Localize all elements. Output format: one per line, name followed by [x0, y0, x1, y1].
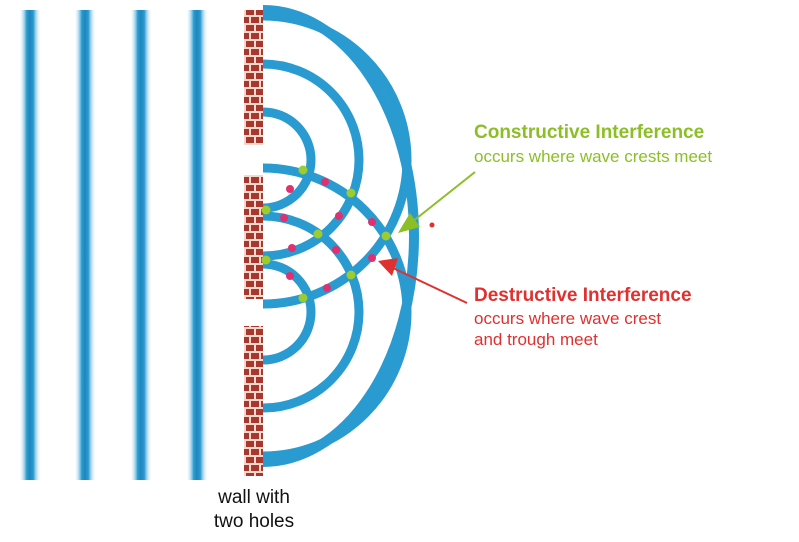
destructive-description-line2: and trough meet — [474, 330, 598, 349]
wall-caption-line1: wall with — [217, 487, 290, 508]
destructive-point — [280, 214, 288, 222]
destructive-point — [368, 218, 376, 226]
plane-wave-2 — [74, 10, 96, 480]
wavefront-lower-2 — [263, 211, 364, 413]
wall-segment-bottom — [244, 326, 263, 476]
wavefront-lower-1 — [263, 259, 316, 365]
wall-segment-top — [244, 10, 263, 145]
constructive-point — [346, 270, 356, 280]
stray-point — [429, 222, 435, 228]
constructive-point — [298, 165, 308, 175]
constructive-point — [298, 293, 308, 303]
destructive-point — [321, 178, 329, 186]
destructive-point — [323, 284, 331, 292]
destructive-point — [332, 246, 340, 254]
destructive-description-line1: occurs where wave crest — [474, 309, 661, 328]
destructive-point — [288, 244, 296, 252]
constructive-point — [346, 188, 356, 198]
plane-wave-3 — [130, 10, 152, 480]
destructive-point — [286, 185, 294, 193]
destructive-arrow — [378, 258, 468, 304]
constructive-title: Constructive Interference — [474, 122, 704, 143]
constructive-point — [261, 255, 271, 265]
constructive-point — [381, 231, 391, 241]
constructive-point — [313, 229, 323, 239]
destructive-points — [280, 178, 435, 292]
constructive-arrow — [398, 171, 476, 233]
destructive-title: Destructive Interference — [474, 285, 692, 306]
destructive-point — [368, 254, 376, 262]
constructive-points — [261, 165, 391, 303]
wavefront-upper-1 — [263, 107, 316, 213]
wavefront-outer — [263, 5, 419, 467]
destructive-point — [286, 272, 294, 280]
wall-with-two-holes — [244, 10, 263, 476]
wavefront-upper-2 — [263, 59, 364, 261]
destructive-point — [335, 212, 343, 220]
incoming-plane-waves — [19, 10, 208, 480]
wall-caption-line2: two holes — [214, 511, 294, 532]
circular-wavefronts — [263, 5, 419, 467]
constructive-description: occurs where wave crests meet — [474, 147, 712, 166]
plane-wave-1 — [19, 10, 41, 480]
wall-segment-middle — [244, 175, 263, 299]
plane-wave-4 — [186, 10, 208, 480]
constructive-point — [261, 205, 271, 215]
